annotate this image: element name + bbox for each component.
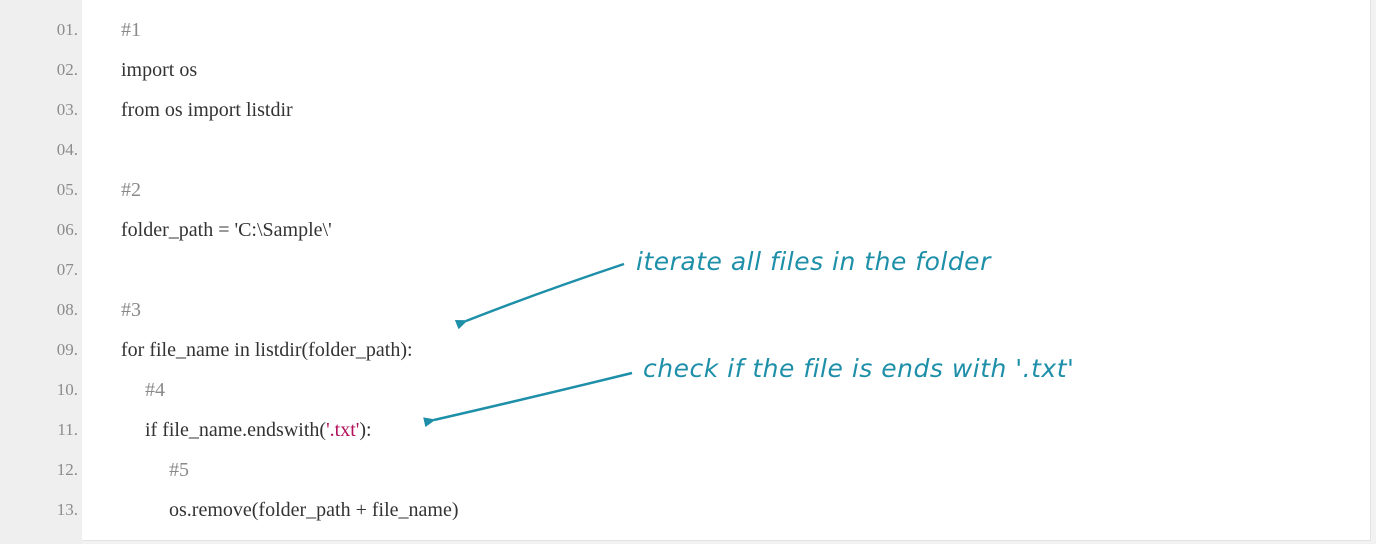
line-number: 09. (56, 340, 78, 359)
code-text: os.remove(folder_path + file_name) (169, 499, 459, 521)
line-number: 07. (56, 260, 78, 279)
code-line: folder_path = 'C:\Sample\' (121, 218, 332, 242)
code-line: for file_name in listdir(folder_path): (121, 338, 413, 362)
code-line: #4 (145, 378, 165, 402)
code-text: from os import listdir (121, 99, 293, 121)
line-number: 04. (56, 140, 78, 159)
code-comment: #5 (169, 459, 189, 481)
line-number: 12. (56, 460, 78, 479)
code-comment: #4 (145, 379, 165, 401)
line-number: 08. (56, 300, 78, 319)
code-comment: #3 (121, 299, 141, 321)
line-number: 11. (57, 420, 78, 439)
line-number: 13. (56, 500, 78, 519)
code-line: import os (121, 58, 197, 82)
code-line: os.remove(folder_path + file_name) (169, 498, 459, 522)
code-comment: #1 (121, 19, 141, 41)
line-number-gutter (0, 0, 82, 544)
code-text: import os (121, 59, 198, 81)
code-text: ): (359, 419, 372, 441)
line-number: 03. (56, 100, 78, 119)
code-string: '.txt' (326, 419, 360, 441)
code-line: from os import listdir (121, 98, 293, 122)
code-text: folder_path = 'C:\Sample\' (121, 219, 332, 241)
code-line: #5 (169, 458, 189, 482)
code-panel (82, 0, 1371, 541)
line-number: 01. (56, 20, 78, 39)
code-line: #2 (121, 178, 141, 202)
code-comment: #2 (121, 179, 141, 201)
code-line: #3 (121, 298, 141, 322)
code-line: if file_name.endswith('.txt'): (145, 418, 372, 442)
code-text: if file_name.endswith( (145, 419, 327, 441)
annotation-iterate-files: iterate all files in the folder (636, 247, 991, 276)
code-line: #1 (121, 18, 141, 42)
line-number: 05. (56, 180, 78, 199)
line-number: 10. (56, 380, 78, 399)
annotation-check-txt: check if the file is ends with '.txt' (643, 354, 1075, 383)
line-number: 02. (56, 60, 78, 79)
code-text: for file_name in listdir(folder_path): (121, 339, 413, 361)
line-number: 06. (56, 220, 78, 239)
